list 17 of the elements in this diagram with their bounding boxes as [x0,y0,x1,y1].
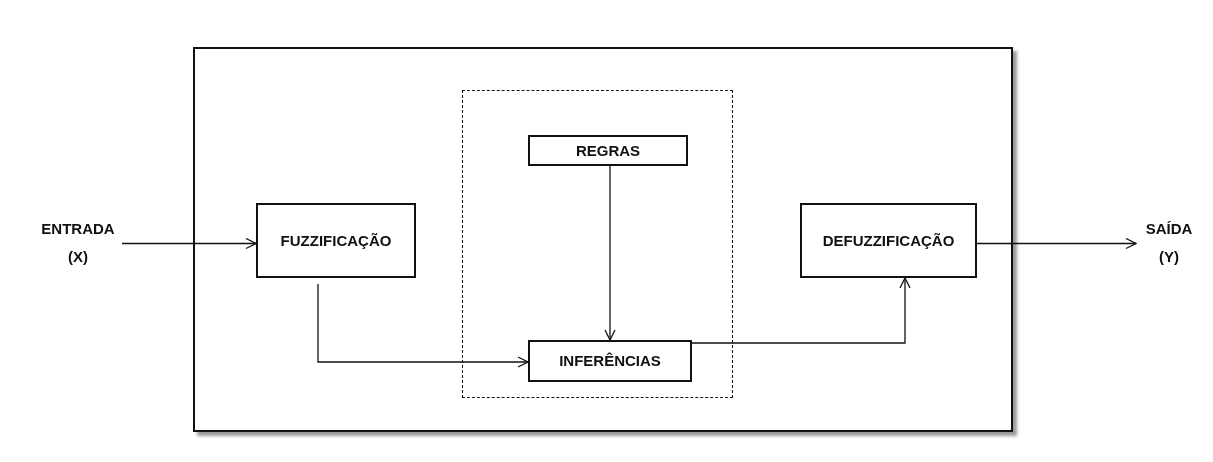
arrow [976,237,1137,250]
process-box [800,203,977,278]
arrow [317,283,529,368]
system-box [193,47,1013,432]
process-box [256,203,416,278]
io-label: SAÍDA (Y) [1144,218,1194,267]
box-label: DEFUZZIFICAÇÃO [822,231,955,250]
process-box [528,340,692,382]
arrow [691,277,911,344]
box-label: INFERÊNCIAS [559,352,661,370]
box-label: FUZZIFICAÇÃO [280,231,392,250]
arrow [604,165,616,341]
process-box [528,135,688,166]
io-label: ENTRADA (X) [40,218,116,267]
box-label: REGRAS [575,141,641,160]
arrow [121,237,257,250]
dashed-group-box [462,90,733,398]
